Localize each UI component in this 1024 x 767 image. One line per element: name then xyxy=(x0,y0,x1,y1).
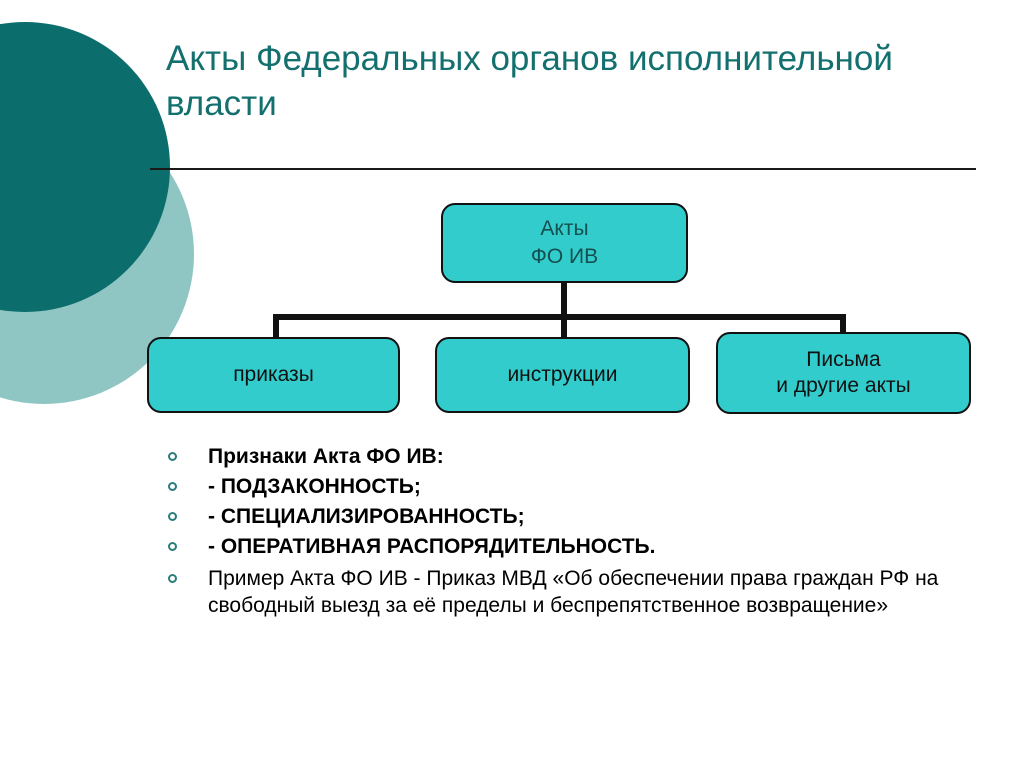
page-title: Акты Федеральных органов исполнительной … xyxy=(166,39,893,123)
list-item-label: Признаки Акта ФО ИВ: xyxy=(208,445,444,468)
list-item-label: Пример Акта ФО ИВ - Приказ МВД «Об обесп… xyxy=(208,567,939,617)
chart-node-root[interactable]: Акты ФО ИВ xyxy=(441,203,688,283)
connector-stem xyxy=(561,283,567,320)
bullet-list: Признаки Акта ФО ИВ: - ПОДЗАКОННОСТЬ; - … xyxy=(160,443,1000,621)
chart-node-root-line2: ФО ИВ xyxy=(530,245,599,268)
title-block: Акты Федеральных органов исполнительной … xyxy=(166,36,976,126)
chart-node-instruktsii-label: инструкции xyxy=(507,363,618,386)
list-item: - СПЕЦИАЛИЗИРОВАННОСТЬ; xyxy=(160,503,1000,531)
list-item: - ОПЕРАТИВНАЯ РАСПОРЯДИТЕЛЬНОСТЬ. xyxy=(160,533,1000,561)
chart-node-root-line1: Акты xyxy=(540,217,589,240)
circle-bullet-icon xyxy=(168,452,177,461)
list-item-label: - ОПЕРАТИВНАЯ РАСПОРЯДИТЕЛЬНОСТЬ. xyxy=(208,535,656,558)
circle-bullet-icon xyxy=(168,574,177,583)
chart-node-pisma-line2: и другие акты xyxy=(776,374,911,397)
connector-drop-middle xyxy=(561,314,567,339)
connector-drop-right xyxy=(840,314,846,334)
circle-bullet-icon xyxy=(168,542,177,551)
connector-drop-left xyxy=(273,314,279,339)
circle-bullet-icon xyxy=(168,482,177,491)
list-item-label: - СПЕЦИАЛИЗИРОВАННОСТЬ; xyxy=(208,505,525,528)
chart-node-instruktsii[interactable]: инструкции xyxy=(435,337,690,413)
title-divider xyxy=(150,168,976,170)
list-item: - ПОДЗАКОННОСТЬ; xyxy=(160,473,1000,501)
circle-bullet-icon xyxy=(168,512,177,521)
chart-node-prikazy[interactable]: приказы xyxy=(147,337,400,413)
connector-bus xyxy=(273,314,846,320)
chart-node-pisma-line1: Письма xyxy=(806,348,881,371)
chart-node-prikazy-label: приказы xyxy=(233,363,314,386)
list-item: Признаки Акта ФО ИВ: xyxy=(160,443,1000,471)
list-item: Пример Акта ФО ИВ - Приказ МВД «Об обесп… xyxy=(160,565,1000,619)
list-item-label: - ПОДЗАКОННОСТЬ; xyxy=(208,475,421,498)
chart-node-pisma[interactable]: Письма и другие акты xyxy=(716,332,971,414)
